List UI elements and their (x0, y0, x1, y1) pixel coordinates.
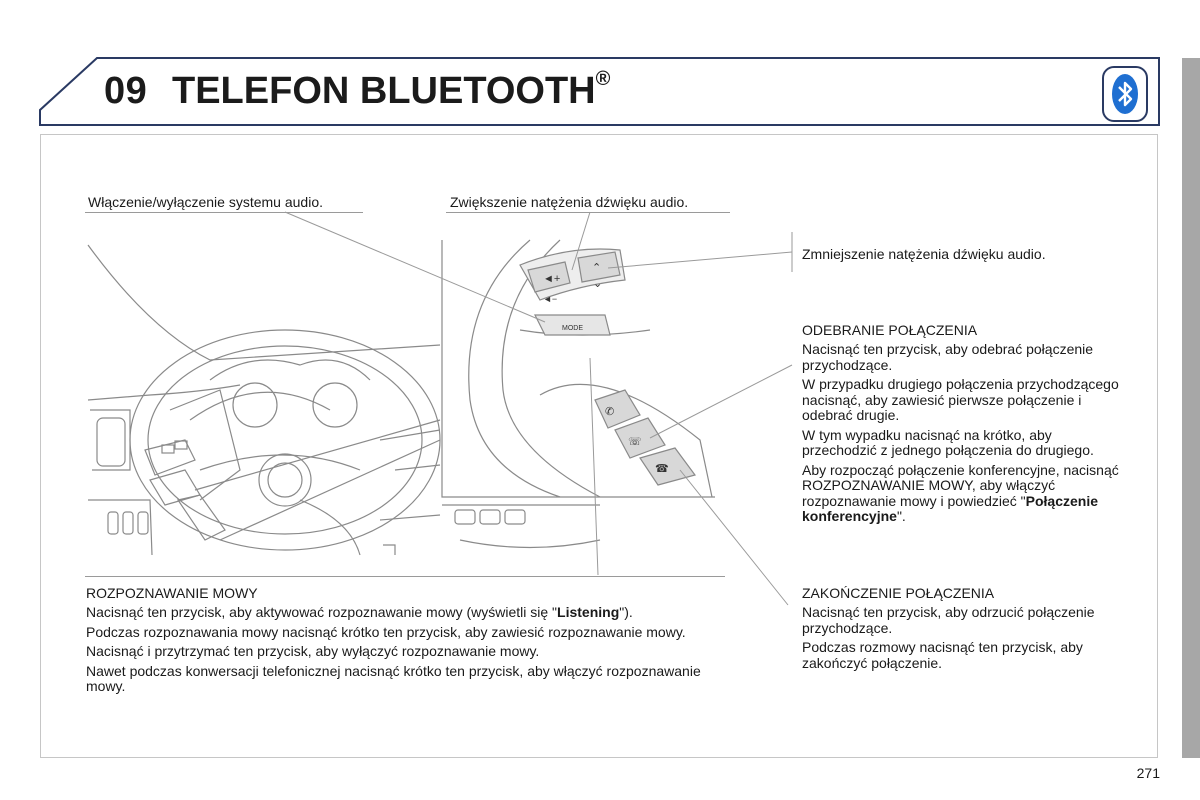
end-call-section: ZAKOŃCZENIE POŁĄCZENIA Nacisnąć ten przy… (802, 585, 1112, 675)
voice-p1-end: "). (619, 604, 633, 620)
svg-text:☏: ☏ (628, 436, 642, 448)
svg-text:⌃: ⌃ (592, 262, 601, 274)
voice-p1-bold: Listening (557, 604, 620, 620)
svg-text:⌄: ⌄ (593, 278, 602, 290)
callout-power-rule (85, 212, 363, 213)
mode-button-label: MODE (562, 325, 583, 332)
answer-call-title: ODEBRANIE POŁĄCZENIA (802, 322, 978, 338)
voice-p3: Nacisnąć i przytrzymać ten przycisk, aby… (86, 643, 540, 659)
chapter-title-text: TELEFON BLUETOOTH (172, 70, 596, 112)
registered-mark: ® (595, 68, 611, 90)
answer-call-p4-end: ". (896, 508, 906, 524)
voice-p1: Nacisnąć ten przycisk, aby aktywować roz… (86, 604, 736, 621)
callout-volume-up-rule (446, 212, 730, 213)
callout-volume-up: Zwiększenie natężenia dźwięku audio. (450, 194, 688, 210)
callout-power: Włączenie/wyłączenie systemu audio. (88, 194, 323, 210)
answer-call-section: ODEBRANIE POŁĄCZENIA Nacisnąć ten przyci… (802, 322, 1122, 529)
voice-section-rule (85, 576, 725, 577)
voice-title: ROZPOZNAWANIE MOWY (86, 585, 258, 601)
end-call-p2: Podczas rozmowy nacisnąć ten przycisk, a… (802, 639, 1083, 671)
answer-call-p4-bold: Połączenie konferencyjne (802, 492, 1099, 524)
answer-call-p4: Aby rozpocząć połączenie konferencyjne, … (802, 461, 1122, 525)
voice-p1-text: Nacisnąć ten przycisk, aby aktywować roz… (86, 604, 558, 620)
answer-call-p1: Nacisnąć ten przycisk, aby odebrać połąc… (802, 341, 1094, 373)
chapter-title: TELEFON BLUETOOTH® (172, 68, 611, 113)
answer-call-p2: W przypadku drugiego połączenia przychod… (802, 376, 1119, 423)
answer-call-p4-text: Aby rozpocząć połączenie konferencyjne, … (802, 461, 1119, 509)
header-frame (39, 57, 1160, 126)
callout-volume-down: Zmniejszenie natężenia dźwięku audio. (802, 246, 1046, 262)
end-call-title: ZAKOŃCZENIE POŁĄCZENIA (802, 585, 995, 601)
voice-p2: Podczas rozpoznawania mowy nacisnąć krót… (86, 623, 686, 640)
bluetooth-icon (1102, 66, 1148, 122)
voice-p4: Nawet podczas konwersacji telefonicznej … (86, 662, 701, 694)
callout-volume-up-text: Zwiększenie natężenia dźwięku audio. (450, 194, 689, 210)
svg-text:◄−: ◄− (543, 294, 557, 304)
svg-text:☎: ☎ (655, 463, 669, 475)
page-number: 271 (1136, 765, 1160, 781)
svg-text:✆: ✆ (605, 406, 614, 418)
callout-power-text: Włączenie/wyłączenie systemu audio. (88, 194, 323, 210)
content-frame (40, 134, 1158, 758)
callout-volume-down-text: Zmniejszenie natężenia dźwięku audio. (802, 246, 1046, 262)
chapter-tab-bar (1182, 58, 1200, 758)
voice-section: ROZPOZNAWANIE MOWY Nacisnąć ten przycisk… (86, 585, 736, 699)
end-call-p1: Nacisnąć ten przycisk, aby odrzucić połą… (802, 604, 1095, 636)
answer-call-p3: W tym wypadku nacisnąć na krótko, aby pr… (802, 426, 1094, 458)
svg-text:◄+: ◄+ (543, 273, 560, 285)
chapter-number: 09 (104, 70, 148, 112)
